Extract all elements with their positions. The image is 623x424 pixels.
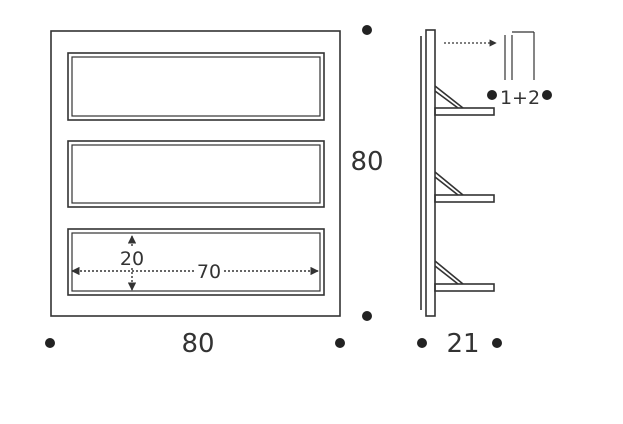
side-shelf-1 [434,85,495,116]
front-height-label: 80 [350,147,383,177]
shelf-2 [67,140,325,208]
shelf-width-dimension [71,260,319,282]
shelf-1 [67,52,325,121]
dim-dot [417,338,427,348]
dim-dot [492,338,502,348]
shelf-width-label: 70 [197,261,221,283]
shelf-height-label: 20 [120,248,144,270]
dim-dot [542,90,552,100]
front-width-label: 80 [181,329,214,359]
dim-dot [45,338,55,348]
side-shelf-2 [434,171,495,203]
dim-dot [335,338,345,348]
dim-dot [487,90,497,100]
side-shelf-3 [434,260,495,292]
side-depth-label: 21 [446,329,479,359]
shelf-spacing-label: 1+2 [500,87,540,109]
front-frame [50,30,341,317]
side-panel [425,29,436,317]
dim-dot [362,25,372,35]
dim-dot [362,311,372,321]
shelf-height-dimension [120,235,146,291]
front-view [50,30,341,317]
side-view [420,29,495,317]
spacing-indicator [444,31,535,80]
shelf-3 [67,228,325,296]
